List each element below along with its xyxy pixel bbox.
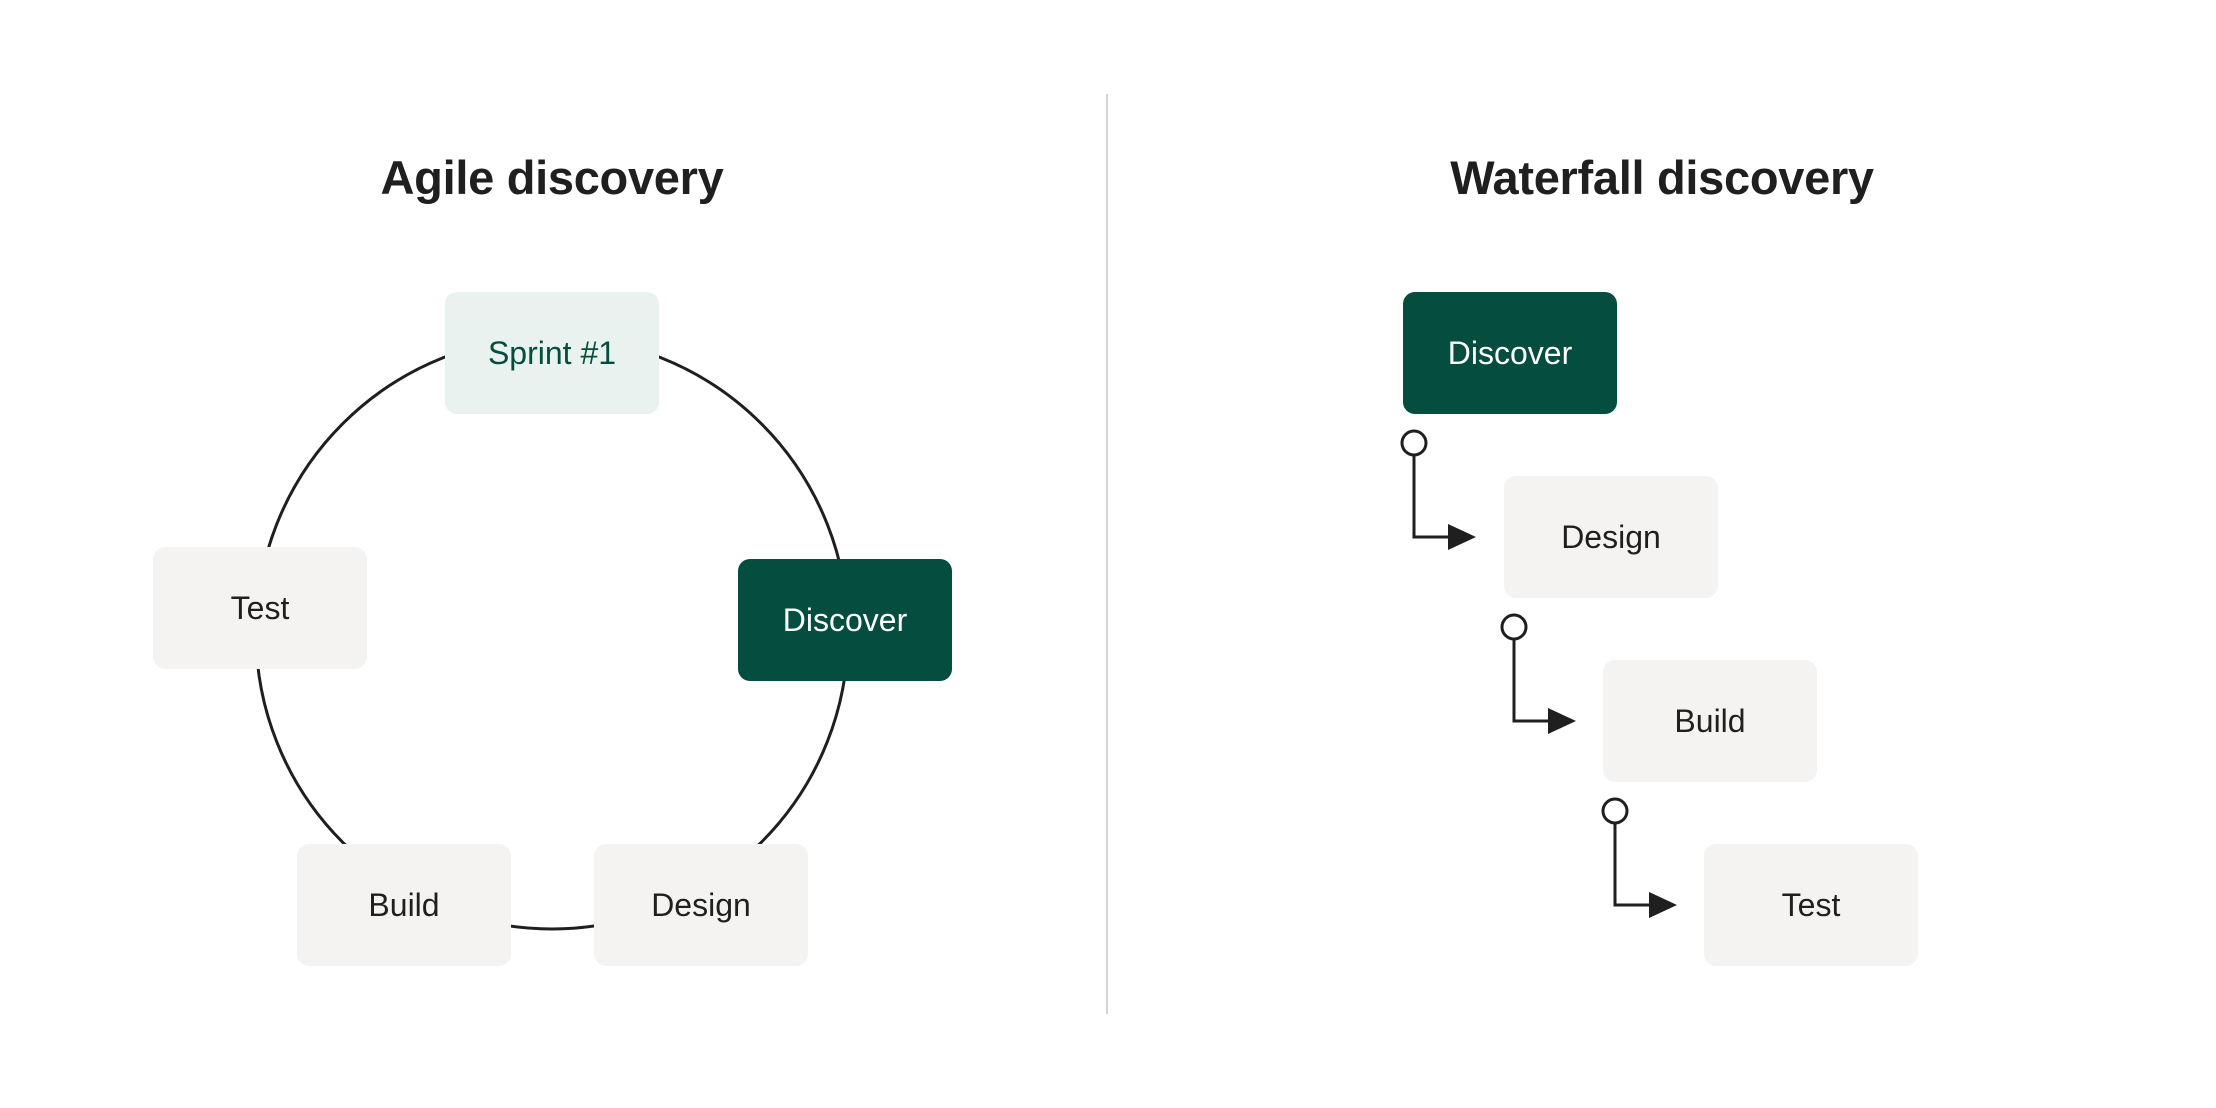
connector-arrowhead bbox=[1649, 892, 1677, 918]
agile-step-discover: Discover bbox=[738, 559, 952, 681]
panel-divider bbox=[1106, 94, 1108, 1014]
agile-step-build: Build bbox=[297, 844, 511, 966]
agile-step-design: Design bbox=[594, 844, 808, 966]
waterfall-connector-1 bbox=[1400, 429, 1476, 550]
agile-title: Agile discovery bbox=[380, 151, 724, 204]
agile-step-sprint: Sprint #1 bbox=[445, 292, 659, 414]
connector-arrowhead bbox=[1548, 708, 1576, 734]
waterfall-connector-3 bbox=[1601, 797, 1677, 918]
waterfall-title: Waterfall discovery bbox=[1450, 151, 1874, 204]
connector-start-dot bbox=[1500, 613, 1528, 641]
connector-start-dot bbox=[1601, 797, 1629, 825]
waterfall-connector-2 bbox=[1500, 613, 1576, 734]
waterfall-step-design: Design bbox=[1504, 476, 1718, 598]
connector-arrowhead bbox=[1448, 524, 1476, 550]
agile-step-test: Test bbox=[153, 547, 367, 669]
waterfall-step-discover: Discover bbox=[1403, 292, 1617, 414]
waterfall-step-test: Test bbox=[1704, 844, 1918, 966]
connector-start-dot bbox=[1400, 429, 1428, 457]
waterfall-step-build: Build bbox=[1603, 660, 1817, 782]
